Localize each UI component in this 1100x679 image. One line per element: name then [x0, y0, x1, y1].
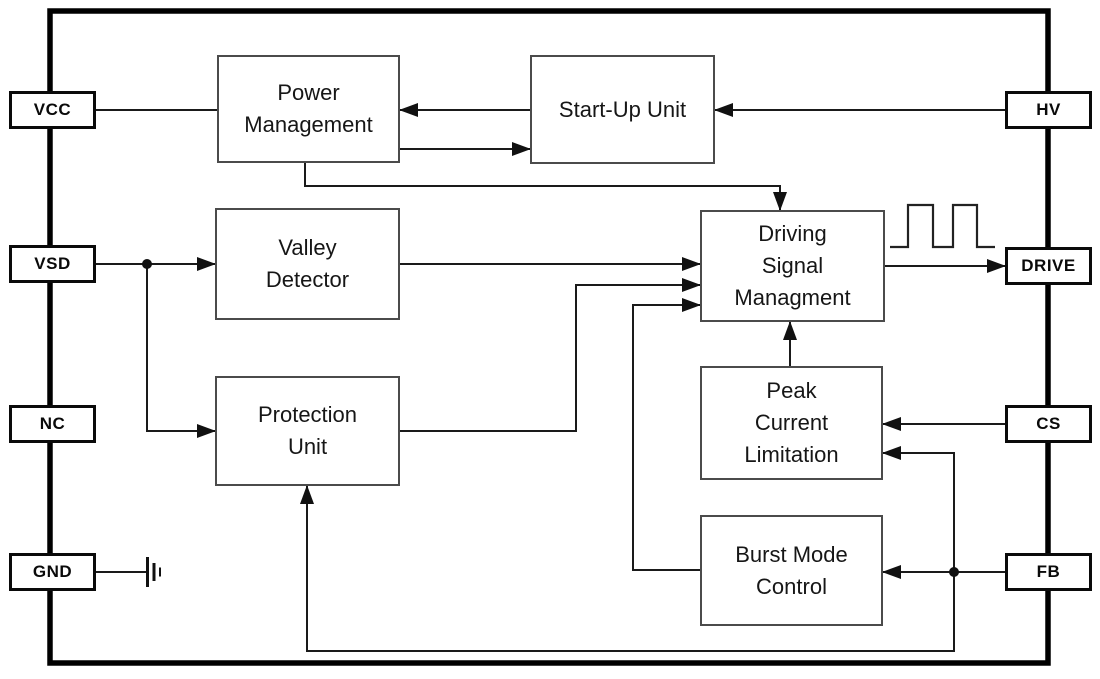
pin-drive: DRIVE — [1005, 247, 1092, 285]
wire-power-management-to-driving-signal — [304, 163, 787, 211]
wire-burst-mode-to-driving-signal — [632, 298, 701, 571]
block-valley-detector: Valley Detector — [215, 208, 400, 320]
pin-hv-label: HV — [1036, 100, 1061, 119]
wire-vsd-to-protection-unit — [146, 264, 216, 438]
pin-cs-label: CS — [1036, 414, 1061, 433]
pin-nc: NC — [9, 405, 96, 443]
pin-vsd: VSD — [9, 245, 96, 283]
junction-dot-fb — [949, 567, 959, 577]
pin-drive-label: DRIVE — [1021, 256, 1076, 275]
pin-fb: FB — [1005, 553, 1092, 591]
pin-hv: HV — [1005, 91, 1092, 129]
wire-protection-unit-to-driving-signal — [400, 278, 701, 432]
pin-gnd-label: GND — [32, 562, 73, 581]
ground-icon — [146, 557, 161, 587]
block-startup-unit-label: Start-Up Unit — [558, 96, 687, 122]
block-peak-current-limitation-label: Peak Current Limitation — [744, 378, 839, 467]
block-power-management-label: Power Management — [244, 80, 373, 137]
block-peak-current-limitation: Peak Current Limitation — [700, 366, 883, 480]
wire-fb-to-protection-unit — [300, 485, 955, 652]
block-startup-unit: Start-Up Unit — [530, 55, 715, 164]
pin-fb-label: FB — [1036, 562, 1061, 581]
ic-body-outline — [47, 8, 1051, 666]
block-driving-signal-management: Driving Signal Managment — [700, 210, 885, 322]
pin-nc-label: NC — [39, 414, 66, 433]
block-driving-signal-management-label: Driving Signal Managment — [734, 221, 851, 310]
block-power-management: Power Management — [217, 55, 400, 163]
block-burst-mode-control-label: Burst Mode Control — [735, 541, 848, 599]
pin-cs: CS — [1005, 405, 1092, 443]
block-valley-detector-label: Valley Detector — [265, 235, 350, 292]
pin-vsd-label: VSD — [34, 254, 71, 273]
pin-gnd: GND — [9, 553, 96, 591]
block-protection-unit-label: Protection Unit — [257, 402, 358, 459]
pulse-waveform-icon — [890, 203, 995, 249]
block-protection-unit: Protection Unit — [215, 376, 400, 486]
wire-fb-to-peak-current — [882, 446, 955, 572]
pin-vcc: VCC — [9, 91, 96, 129]
pin-vcc-label: VCC — [33, 100, 72, 119]
block-burst-mode-control: Burst Mode Control — [700, 515, 883, 626]
junction-dot-vsd — [142, 259, 152, 269]
